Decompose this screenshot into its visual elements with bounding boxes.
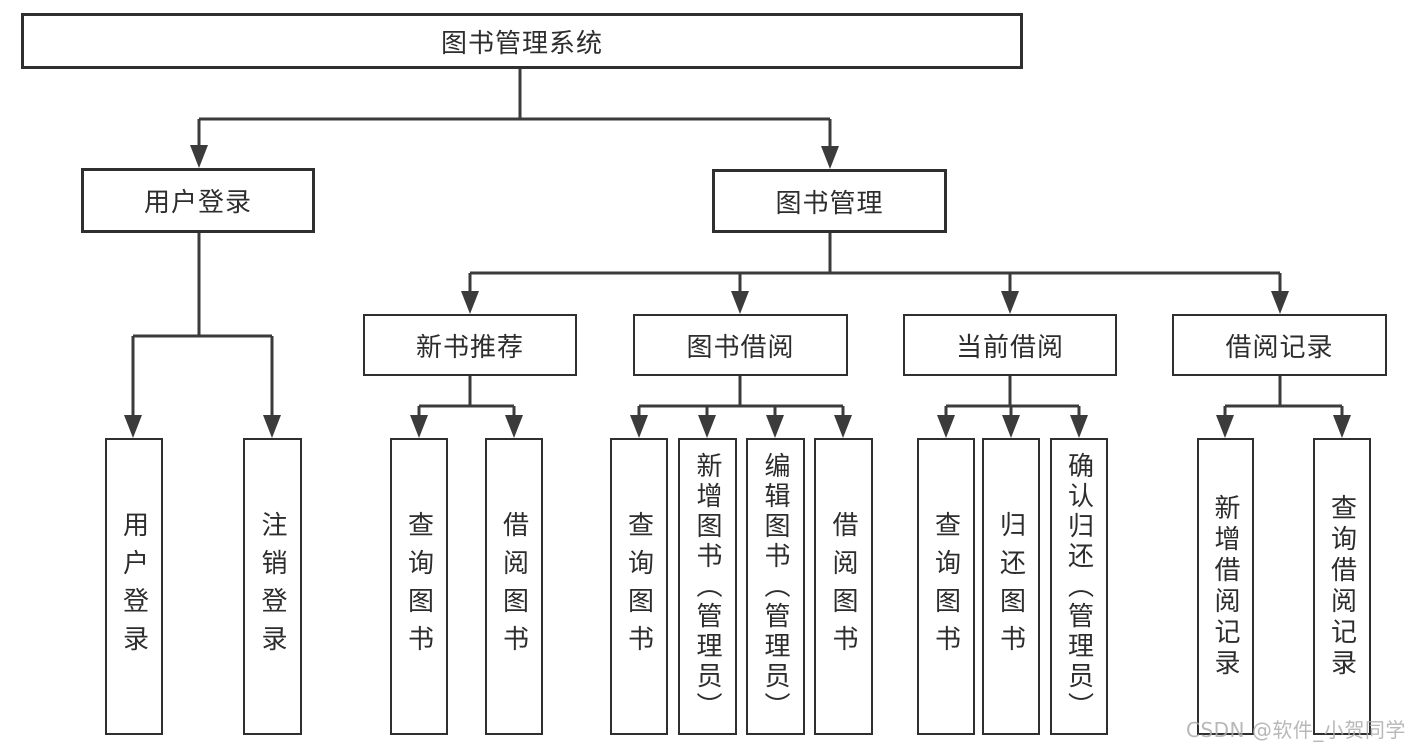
leaf-borrow-books-recommend: 借阅图书 [485, 438, 543, 735]
node-label: 归还图书 [995, 510, 1026, 663]
node-label: 确认归还（管理员） [1063, 451, 1094, 722]
node-label: 借阅图书 [828, 510, 858, 663]
node-current-borrowing: 当前借阅 [903, 314, 1117, 376]
leaf-query-borrow-record: 查询借阅记录 [1313, 438, 1371, 735]
node-label: 查询图书 [403, 510, 434, 663]
node-label: 图书管理 [775, 188, 884, 219]
node-label: 查询图书 [623, 510, 654, 663]
node-label: 查询图书 [930, 510, 961, 663]
leaf-add-books-admin: 新增图书（管理员） [678, 438, 737, 735]
leaf-logout: 注销登录 [243, 438, 302, 735]
node-label: 新增借阅记录 [1210, 493, 1240, 680]
node-label: 借阅记录 [1225, 332, 1334, 363]
leaf-query-books-borrowing: 查询图书 [610, 438, 668, 735]
node-new-book-recommendation: 新书推荐 [363, 314, 577, 376]
leaf-borrow-books-borrowing: 借阅图书 [814, 438, 873, 735]
node-label: 编辑图书（管理员） [760, 451, 790, 722]
node-library-management-system: 图书管理系统 [21, 13, 1023, 69]
node-label: 新增图书（管理员） [692, 451, 722, 722]
node-label: 用户登录 [143, 188, 252, 218]
leaf-confirm-return-admin: 确认归还（管理员） [1050, 438, 1108, 735]
node-label: 用户登录 [118, 510, 149, 663]
node-label: 借阅图书 [498, 510, 529, 663]
leaf-query-books-recommend: 查询图书 [390, 438, 448, 735]
node-borrowing-records: 借阅记录 [1172, 314, 1387, 376]
watermark: CSDN @软件_小贺同学 [1186, 718, 1405, 742]
node-label: 新书推荐 [415, 332, 524, 363]
node-label: 注销登录 [257, 510, 287, 663]
node-label: 当前借阅 [955, 332, 1064, 363]
node-book-borrowing: 图书借阅 [633, 314, 848, 376]
leaf-user-login: 用户登录 [105, 438, 163, 735]
leaf-edit-books-admin: 编辑图书（管理员） [746, 438, 805, 735]
node-label: 查询借阅记录 [1326, 493, 1357, 680]
node-book-management: 图书管理 [712, 169, 947, 233]
node-label: 图书管理系统 [440, 28, 603, 59]
node-user-login: 用户登录 [81, 168, 315, 233]
leaf-return-books: 归还图书 [982, 438, 1040, 735]
leaf-query-books-current: 查询图书 [917, 438, 975, 735]
leaf-add-borrow-record: 新增借阅记录 [1197, 438, 1254, 735]
node-label: 图书借阅 [686, 332, 795, 363]
